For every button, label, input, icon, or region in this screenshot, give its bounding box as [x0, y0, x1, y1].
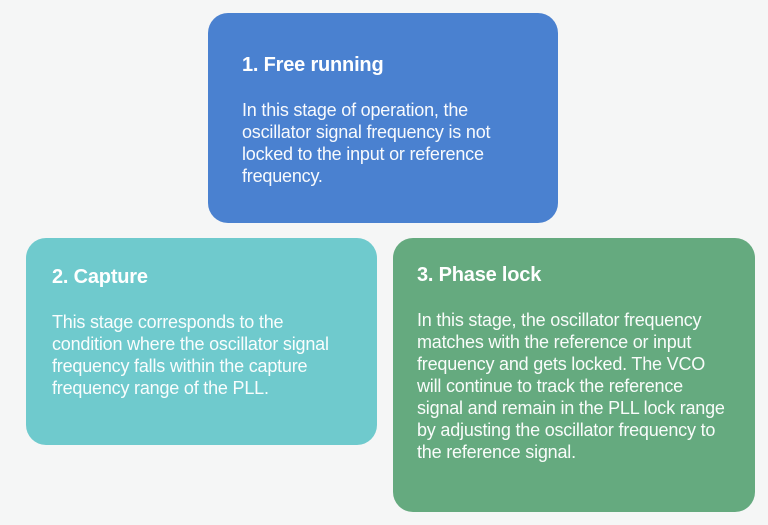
card-capture: 2. Capture This stage corresponds to the…: [26, 238, 377, 445]
card-phase-lock-title: 3. Phase lock: [417, 264, 542, 286]
card-phase-lock: 3. Phase lock In this stage, the oscilla…: [393, 238, 755, 512]
card-capture-title: 2. Capture: [52, 266, 148, 288]
card-phase-lock-body: In this stage, the oscillator frequency …: [417, 310, 725, 462]
card-free-running-body: In this stage of operation, the oscillat…: [242, 100, 491, 186]
card-capture-body: This stage corresponds to the condition …: [52, 312, 329, 398]
card-free-running: 1. Free running In this stage of operati…: [208, 13, 558, 223]
card-free-running-title: 1. Free running: [242, 54, 384, 76]
